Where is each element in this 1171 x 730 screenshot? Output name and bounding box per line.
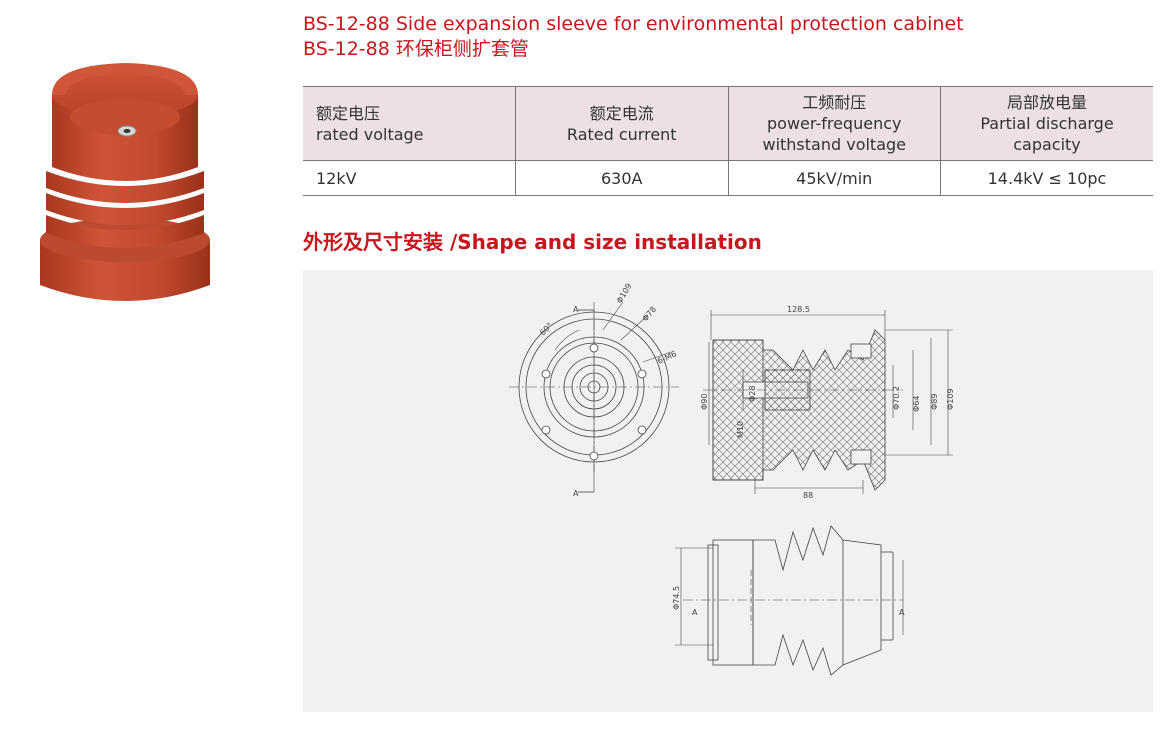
- technical-drawing-panel: A A 60° Φ109 Φ78 6-M6 128.5 88 Φ90 Φ28 M…: [303, 270, 1153, 712]
- side-view: [703, 310, 953, 494]
- section-heading: 外形及尺寸安装 /Shape and size installation: [303, 230, 762, 254]
- cell-partial-discharge: 14.4kV ≤ 10pc: [940, 160, 1153, 196]
- header-label-en: power-frequency: [767, 114, 902, 133]
- header-label-en-2: capacity: [1013, 135, 1081, 154]
- header-label-zh: 额定电压: [316, 103, 381, 123]
- label-dia-109: Φ109: [946, 388, 955, 410]
- label-pcd: Φ78: [641, 305, 658, 323]
- label-a-left: A: [692, 608, 698, 617]
- label-dia-90: Φ90: [700, 394, 709, 410]
- header-label-en: Rated current: [566, 124, 677, 144]
- header-label-en: rated voltage: [316, 124, 424, 144]
- label-dia-64: Φ64: [912, 396, 921, 412]
- front-view: [509, 301, 679, 493]
- cell-rated-voltage: 12kV: [303, 160, 516, 196]
- title-english: BS-12-88 Side expansion sleeve for envir…: [303, 13, 964, 35]
- spec-table-header-row: 额定电压 rated voltage 额定电流 Rated current 工频…: [303, 86, 1153, 161]
- header-label-en: Partial discharge: [980, 114, 1114, 133]
- title-block: BS-12-88 Side expansion sleeve for envir…: [303, 12, 1153, 62]
- header-withstand-voltage: 工频耐压 power-frequency withstand voltage: [727, 86, 941, 161]
- label-outer-dia: Φ109: [615, 282, 634, 305]
- label-bolts: 6-M6: [656, 349, 678, 366]
- label-bottom-length: 88: [803, 491, 813, 500]
- cell-withstand-voltage: 45kV/min: [727, 160, 941, 196]
- title-chinese: BS-12-88 环保柜侧扩套管: [303, 38, 529, 60]
- spec-table: 额定电压 rated voltage 额定电流 Rated current 工频…: [303, 86, 1153, 196]
- header-rated-current: 额定电流 Rated current: [515, 86, 729, 161]
- label-length: 128.5: [787, 305, 810, 314]
- label-a-right: A: [899, 608, 905, 617]
- label-section-dia: Φ74.5: [672, 586, 681, 610]
- label-a-top: A: [573, 305, 579, 314]
- header-label-en-2: withstand voltage: [762, 135, 907, 154]
- section-view: [675, 525, 904, 676]
- label-thread: M10: [736, 421, 745, 438]
- label-a-bottom: A: [573, 489, 579, 498]
- header-partial-discharge: 局部放电量 Partial discharge capacity: [940, 86, 1153, 161]
- header-label-zh: 额定电流: [589, 103, 654, 123]
- technical-drawing: A A 60° Φ109 Φ78 6-M6 128.5 88 Φ90 Φ28 M…: [509, 282, 955, 676]
- label-dia-70: Φ70.2: [892, 386, 901, 410]
- label-dia-89: Φ89: [930, 394, 939, 410]
- product-photo: [40, 63, 210, 301]
- header-label-zh: 工频耐压: [802, 93, 867, 112]
- label-dia-28: Φ28: [748, 386, 757, 402]
- cell-rated-current: 630A: [515, 160, 729, 196]
- header-label-zh: 局部放电量: [1006, 93, 1087, 112]
- table-row: 12kV 630A 45kV/min 14.4kV ≤ 10pc: [303, 160, 1153, 196]
- header-rated-voltage: 额定电压 rated voltage: [303, 86, 516, 161]
